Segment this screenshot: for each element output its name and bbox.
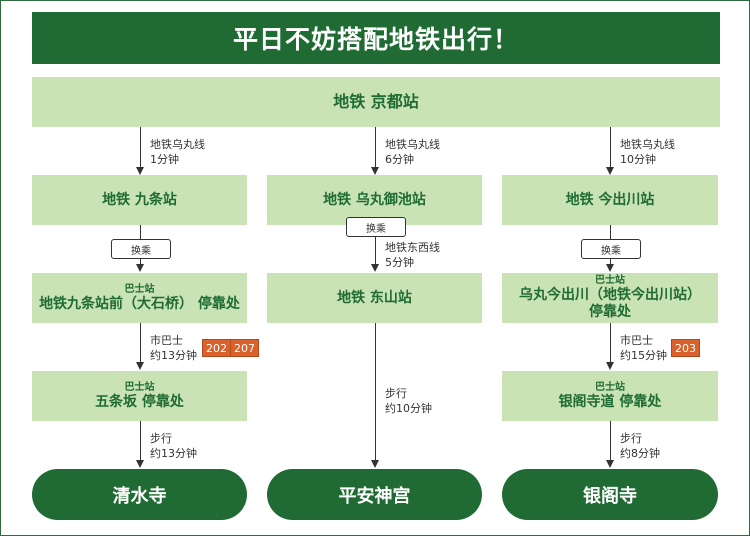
page-title: 平日不妨搭配地铁出行！: [32, 12, 720, 64]
segment-label: 步行 约13分钟: [150, 431, 197, 461]
station-imadegawa: 地铁 今出川站: [502, 175, 718, 225]
segment-duration: 1分钟: [150, 153, 179, 166]
segment-duration: 约13分钟: [150, 349, 197, 362]
arrow-down-icon: [136, 460, 144, 468]
connector-line: [375, 236, 376, 265]
bus-stop-name: 银阁寺道 停靠处: [558, 393, 662, 410]
bus-stop-tag: 巴士站: [124, 381, 155, 393]
arrow-down-icon: [371, 167, 379, 175]
segment-label: 地铁乌丸线 6分钟: [385, 137, 440, 167]
arrow-down-icon: [371, 460, 379, 468]
bus-stop-kujo-ekimae: 巴士站 地铁九条站前（大石桥） 停靠处: [32, 273, 247, 323]
bus-stop-name: 五条坂 停靠处: [95, 393, 184, 410]
segment-duration: 5分钟: [385, 256, 414, 269]
arrow-down-icon: [606, 460, 614, 468]
destination-heian-jingu: 平安神宫: [267, 469, 482, 520]
bus-stop-tag: 巴士站: [124, 283, 155, 295]
transfer-tag: 换乘: [111, 239, 171, 259]
arrow-down-icon: [606, 362, 614, 370]
segment-duration: 约13分钟: [150, 447, 197, 460]
segment-line-name: 地铁乌丸线: [150, 138, 205, 151]
connector-line: [140, 421, 141, 461]
segment-label: 步行 约10分钟: [385, 386, 432, 416]
station-name: 地铁 乌丸御池站: [323, 191, 426, 208]
segment-duration: 约8分钟: [620, 447, 660, 460]
connector-line: [375, 323, 376, 461]
bus-stop-name: 地铁九条站前（大石桥） 停靠处: [39, 295, 240, 312]
connector-line: [610, 127, 611, 167]
segment-line-name: 步行: [385, 387, 407, 400]
transfer-tag: 换乘: [581, 239, 641, 259]
bus-stop-name-suffix: 停靠处: [589, 304, 631, 320]
segment-label: 步行 约8分钟: [620, 431, 660, 461]
segment-label: 市巴士 约13分钟: [150, 333, 197, 363]
arrow-down-icon: [606, 167, 614, 175]
segment-line-name: 市巴士: [620, 334, 653, 347]
bus-number-badge: 207: [230, 339, 259, 357]
connector-line: [610, 421, 611, 461]
segment-duration: 约10分钟: [385, 402, 432, 415]
connector-line: [140, 323, 141, 363]
bus-number-badge: 203: [671, 339, 700, 357]
station-name: 地铁 九条站: [102, 191, 177, 208]
station-higashiyama: 地铁 东山站: [267, 273, 482, 323]
bus-stop-tag: 巴士站: [595, 381, 625, 393]
segment-duration: 10分钟: [620, 153, 656, 166]
bus-stop-ginkakuji-michi: 巴士站 银阁寺道 停靠处: [502, 371, 718, 421]
station-karasuma-oike: 地铁 乌丸御池站: [267, 175, 482, 225]
segment-label: 地铁东西线 5分钟: [385, 240, 440, 270]
segment-line-name: 地铁乌丸线: [385, 138, 440, 151]
segment-label: 地铁乌丸线 10分钟: [620, 137, 675, 167]
segment-line-name: 地铁乌丸线: [620, 138, 675, 151]
segment-line-name: 地铁东西线: [385, 241, 440, 254]
arrow-down-icon: [136, 167, 144, 175]
arrow-down-icon: [606, 264, 614, 272]
destination-ginkakuji: 银阁寺: [502, 469, 718, 520]
arrow-down-icon: [371, 264, 379, 272]
destination-kiyomizu: 清水寺: [32, 469, 247, 520]
segment-line-name: 市巴士: [150, 334, 183, 347]
segment-line-name: 步行: [620, 432, 642, 445]
segment-duration: 6分钟: [385, 153, 414, 166]
station-name: 地铁 东山站: [337, 289, 412, 306]
bus-stop-name: 乌丸今出川（地铁今出川站）: [519, 287, 701, 304]
segment-label: 市巴士 约15分钟: [620, 333, 667, 363]
segment-label: 地铁乌丸线 1分钟: [150, 137, 205, 167]
segment-line-name: 步行: [150, 432, 172, 445]
start-station-label: 地铁 京都站: [333, 92, 419, 112]
bus-stop-gojozaka: 巴士站 五条坂 停靠处: [32, 371, 247, 421]
connector-line: [375, 127, 376, 167]
arrow-down-icon: [136, 264, 144, 272]
arrow-down-icon: [136, 362, 144, 370]
station-kujo: 地铁 九条站: [32, 175, 247, 225]
segment-duration: 约15分钟: [620, 349, 667, 362]
transfer-tag: 换乘: [346, 217, 406, 237]
bus-number-badge: 202: [202, 339, 231, 357]
start-station-kyoto: 地铁 京都站: [32, 77, 720, 127]
bus-stop-karasuma-imadegawa: 巴士站 乌丸今出川（地铁今出川站） 停靠处: [502, 273, 718, 323]
connector-line: [140, 127, 141, 167]
bus-stop-tag: 巴士站: [595, 275, 625, 287]
connector-line: [610, 323, 611, 363]
station-name: 地铁 今出川站: [565, 191, 655, 208]
